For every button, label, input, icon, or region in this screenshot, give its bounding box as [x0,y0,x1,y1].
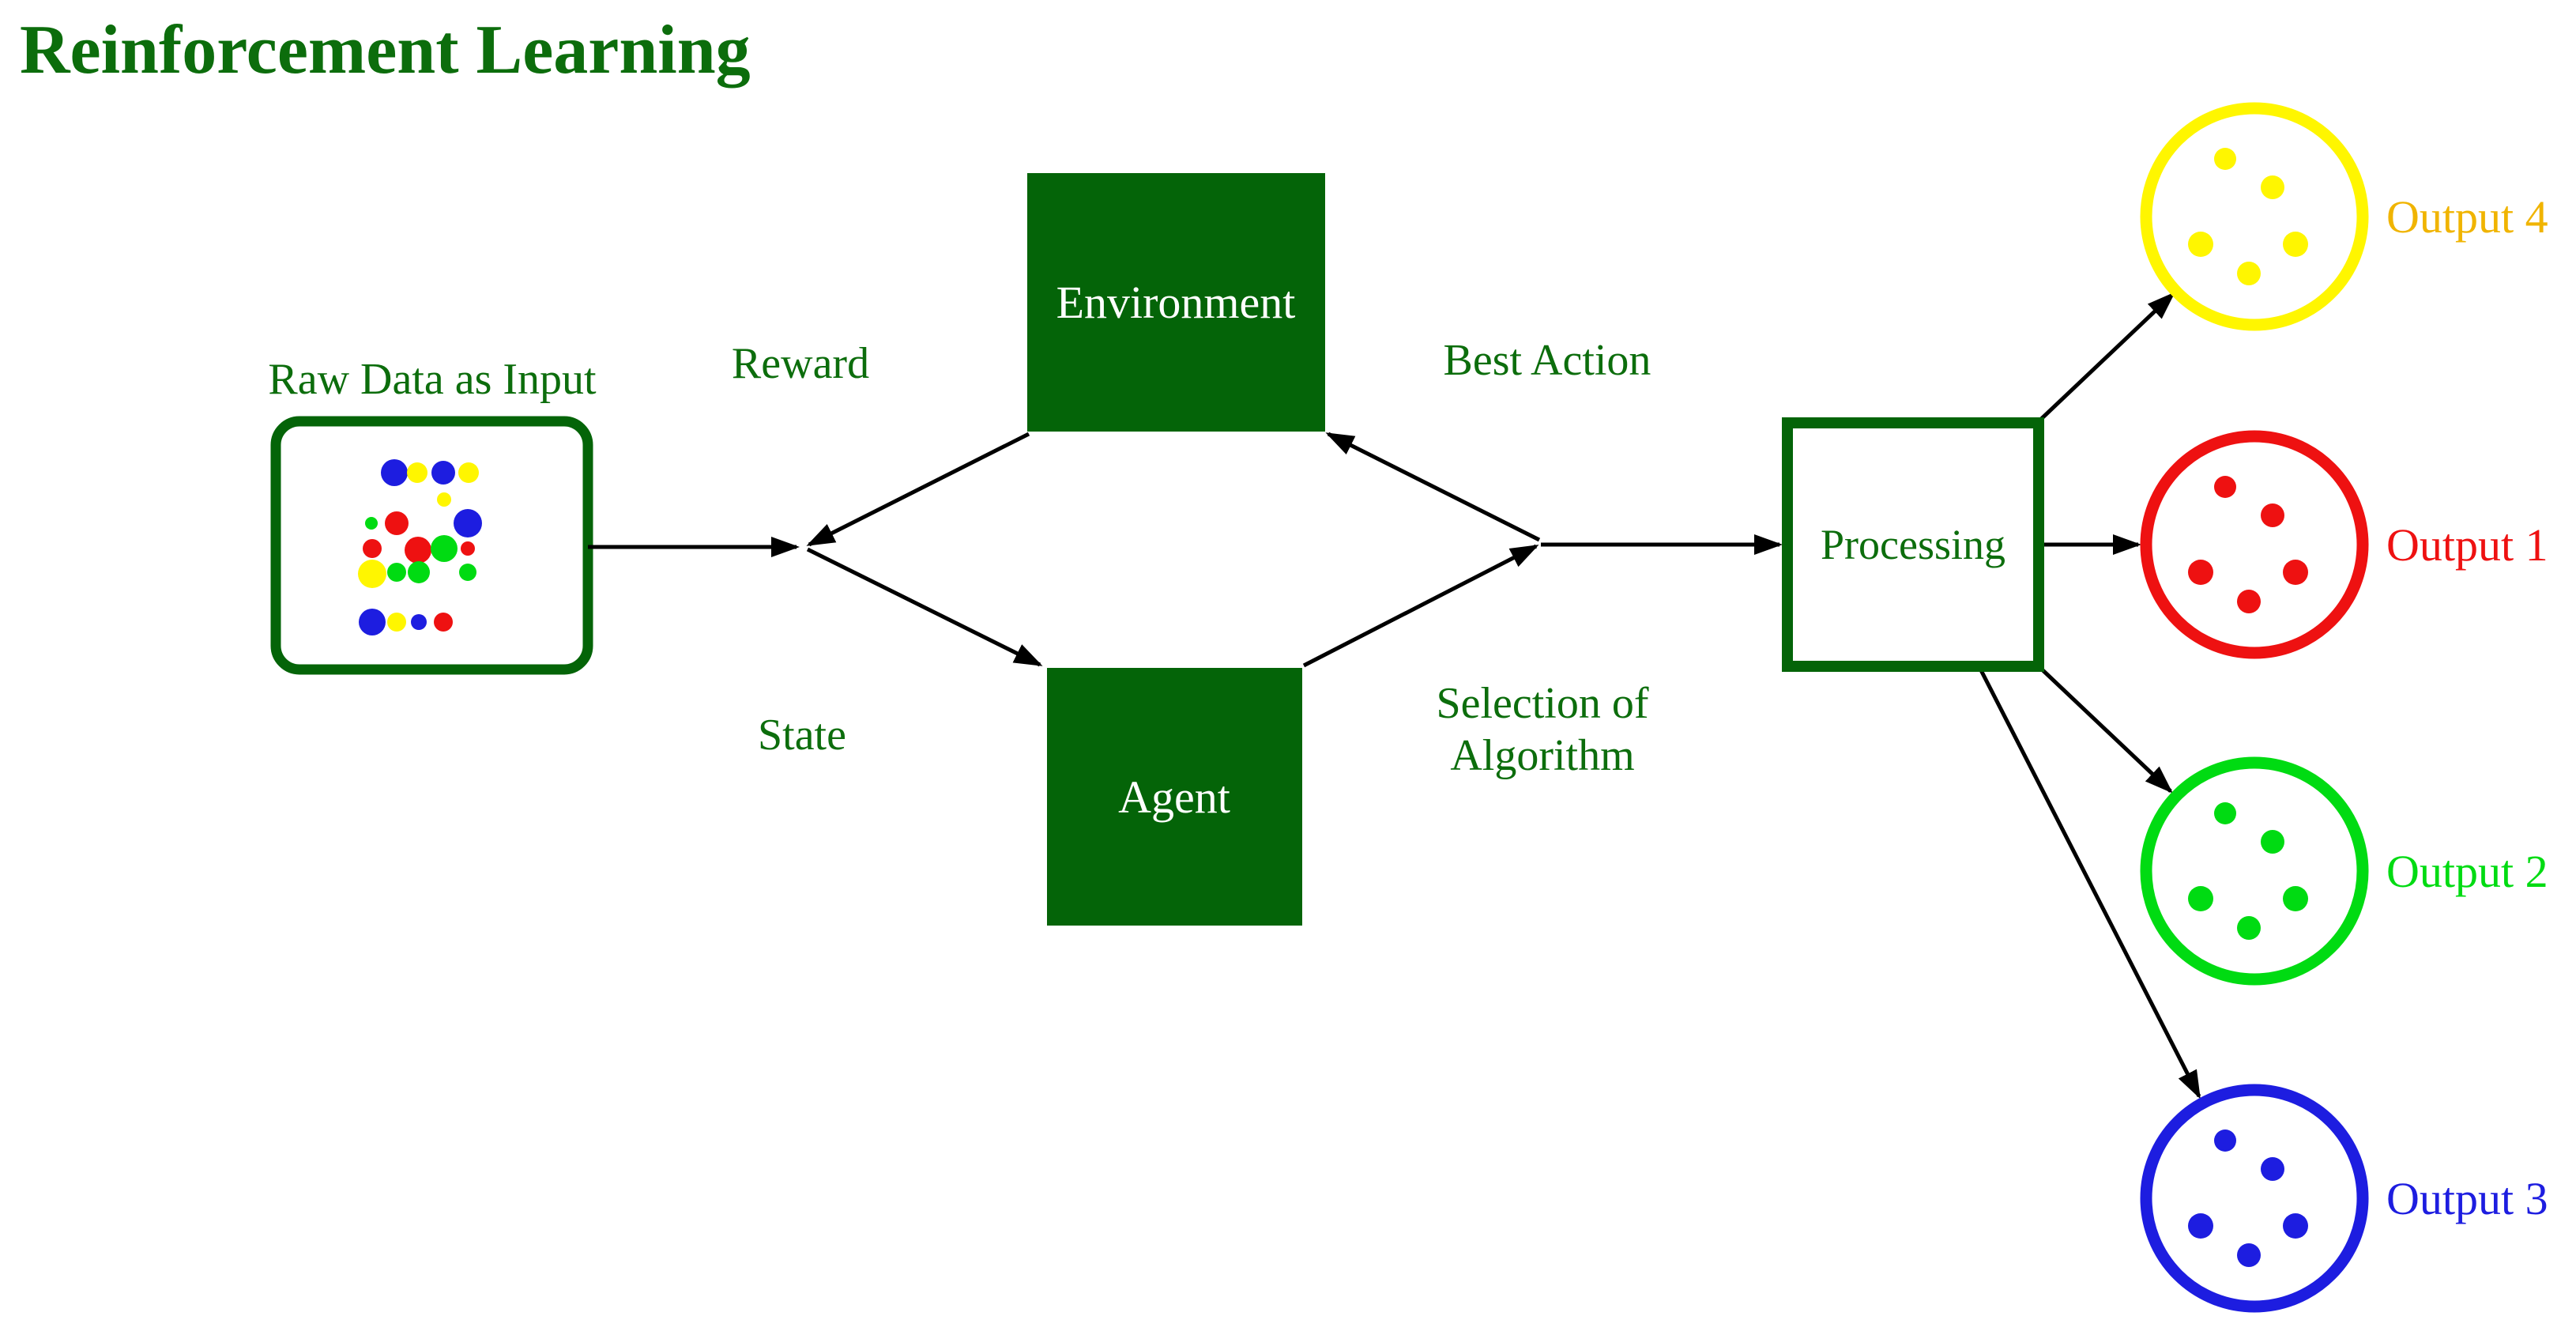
selection-of-algorithm-label-line2: Algorithm [1450,731,1634,780]
raw-data-dot-cluster [358,459,482,635]
output-dot [2214,148,2236,170]
output-dot [2261,175,2284,199]
output-cluster: Output 2 [2140,756,2548,986]
raw-data-label: Raw Data as Input [268,355,597,404]
environment-box [1027,173,1325,432]
edge-processing-to-output4 [2036,292,2175,424]
output-dot [2283,232,2308,257]
edge-best-action-to-environment [1325,432,1541,542]
output-dot [2188,232,2213,257]
output-dot [2237,262,2261,285]
input-dot [431,461,455,485]
input-dot [437,492,451,507]
output-dot [2283,886,2308,911]
output-dot [2261,503,2284,527]
input-dot [381,459,408,486]
input-dot [387,613,406,632]
edge-processing-to-output3 [1978,667,2201,1099]
input-dot [411,614,427,630]
input-dot [431,535,458,562]
input-dot [434,613,453,632]
input-dot [359,609,386,635]
output-dot [2283,1213,2308,1239]
output-cluster: Output 1 [2140,430,2548,659]
output-cluster: Output 3 [2140,1084,2548,1313]
output-dot [2214,802,2236,824]
output-dot [2261,1157,2284,1181]
input-dot [385,511,409,535]
edge-agent-to-junction [1302,544,1539,668]
output-circle [2140,102,2369,331]
output-label: Output 3 [2386,1173,2548,1224]
edge-state-junction-to-agent [806,547,1043,667]
input-dot [387,563,406,582]
output-dot [2188,560,2213,585]
input-dot [454,509,482,537]
output-circle [2140,756,2369,986]
selection-of-algorithm-label-line1: Selection of [1436,679,1648,728]
input-dot [363,539,382,558]
output-circle [2140,1084,2369,1313]
edge-processing-to-output2 [2038,666,2173,794]
output-dot [2237,916,2261,940]
output-cluster: Output 4 [2140,102,2548,331]
state-label: State [758,711,846,760]
input-dot [358,560,386,588]
processing-label: Processing [1821,521,2005,568]
output-dot [2214,476,2236,498]
input-dot [408,561,430,583]
output-circle [2140,430,2369,659]
agent-box [1047,668,1302,926]
output-dot [2237,590,2261,613]
input-dot [365,517,378,530]
output-label: Output 4 [2386,191,2548,243]
input-dot [459,564,476,581]
reward-label: Reward [732,339,869,388]
processing-box [1782,417,2044,672]
output-dot [2261,830,2284,854]
output-dot [2188,886,2213,911]
input-dot [407,462,427,483]
best-action-label: Best Action [1444,336,1651,385]
agent-label: Agent [1118,771,1230,823]
environment-label: Environment [1056,277,1296,328]
output-dot [2188,1213,2213,1239]
input-dot [405,537,431,564]
output-clusters: Output 4 Output 1 Output 2 Output 3 [2140,102,2548,1313]
output-dot [2214,1129,2236,1152]
output-dot [2283,560,2308,585]
input-dot [458,462,479,483]
edge-reward-environment-to-junction [806,432,1030,547]
output-dot [2237,1243,2261,1267]
input-dot [461,541,475,556]
output-label: Output 1 [2386,519,2548,571]
page-title: Reinforcement Learning [20,12,751,89]
output-label: Output 2 [2386,846,2548,897]
